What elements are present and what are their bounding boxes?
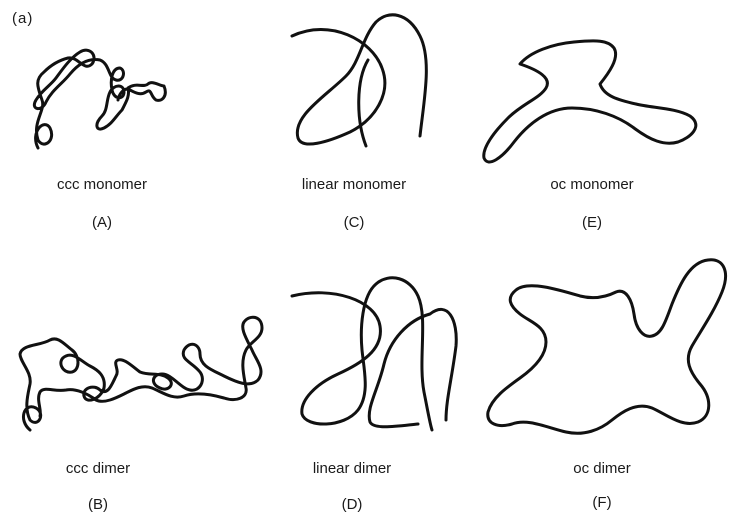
label-E: (E) — [502, 214, 682, 231]
label-D: (D) — [262, 496, 442, 513]
ccc-dimer-shape — [20, 317, 262, 430]
label-F: (F) — [512, 494, 692, 511]
label-C: (C) — [264, 214, 444, 231]
caption-linear-dimer: linear dimer — [262, 460, 442, 477]
caption-oc-dimer: oc dimer — [512, 460, 692, 477]
oc-monomer-shape — [484, 41, 696, 162]
oc-dimer-shape — [488, 260, 726, 433]
caption-ccc-dimer: ccc dimer — [8, 460, 188, 477]
linear-dimer-shape — [292, 278, 432, 430]
label-A: (A) — [12, 214, 192, 231]
caption-ccc-monomer: ccc monomer — [12, 176, 192, 193]
ccc-monomer-shape — [34, 50, 165, 148]
caption-oc-monomer: oc monomer — [502, 176, 682, 193]
label-B: (B) — [8, 496, 188, 513]
linear-monomer-fold — [359, 60, 368, 146]
linear-dimer-fold — [369, 309, 456, 426]
caption-linear-monomer: linear monomer — [264, 176, 444, 193]
